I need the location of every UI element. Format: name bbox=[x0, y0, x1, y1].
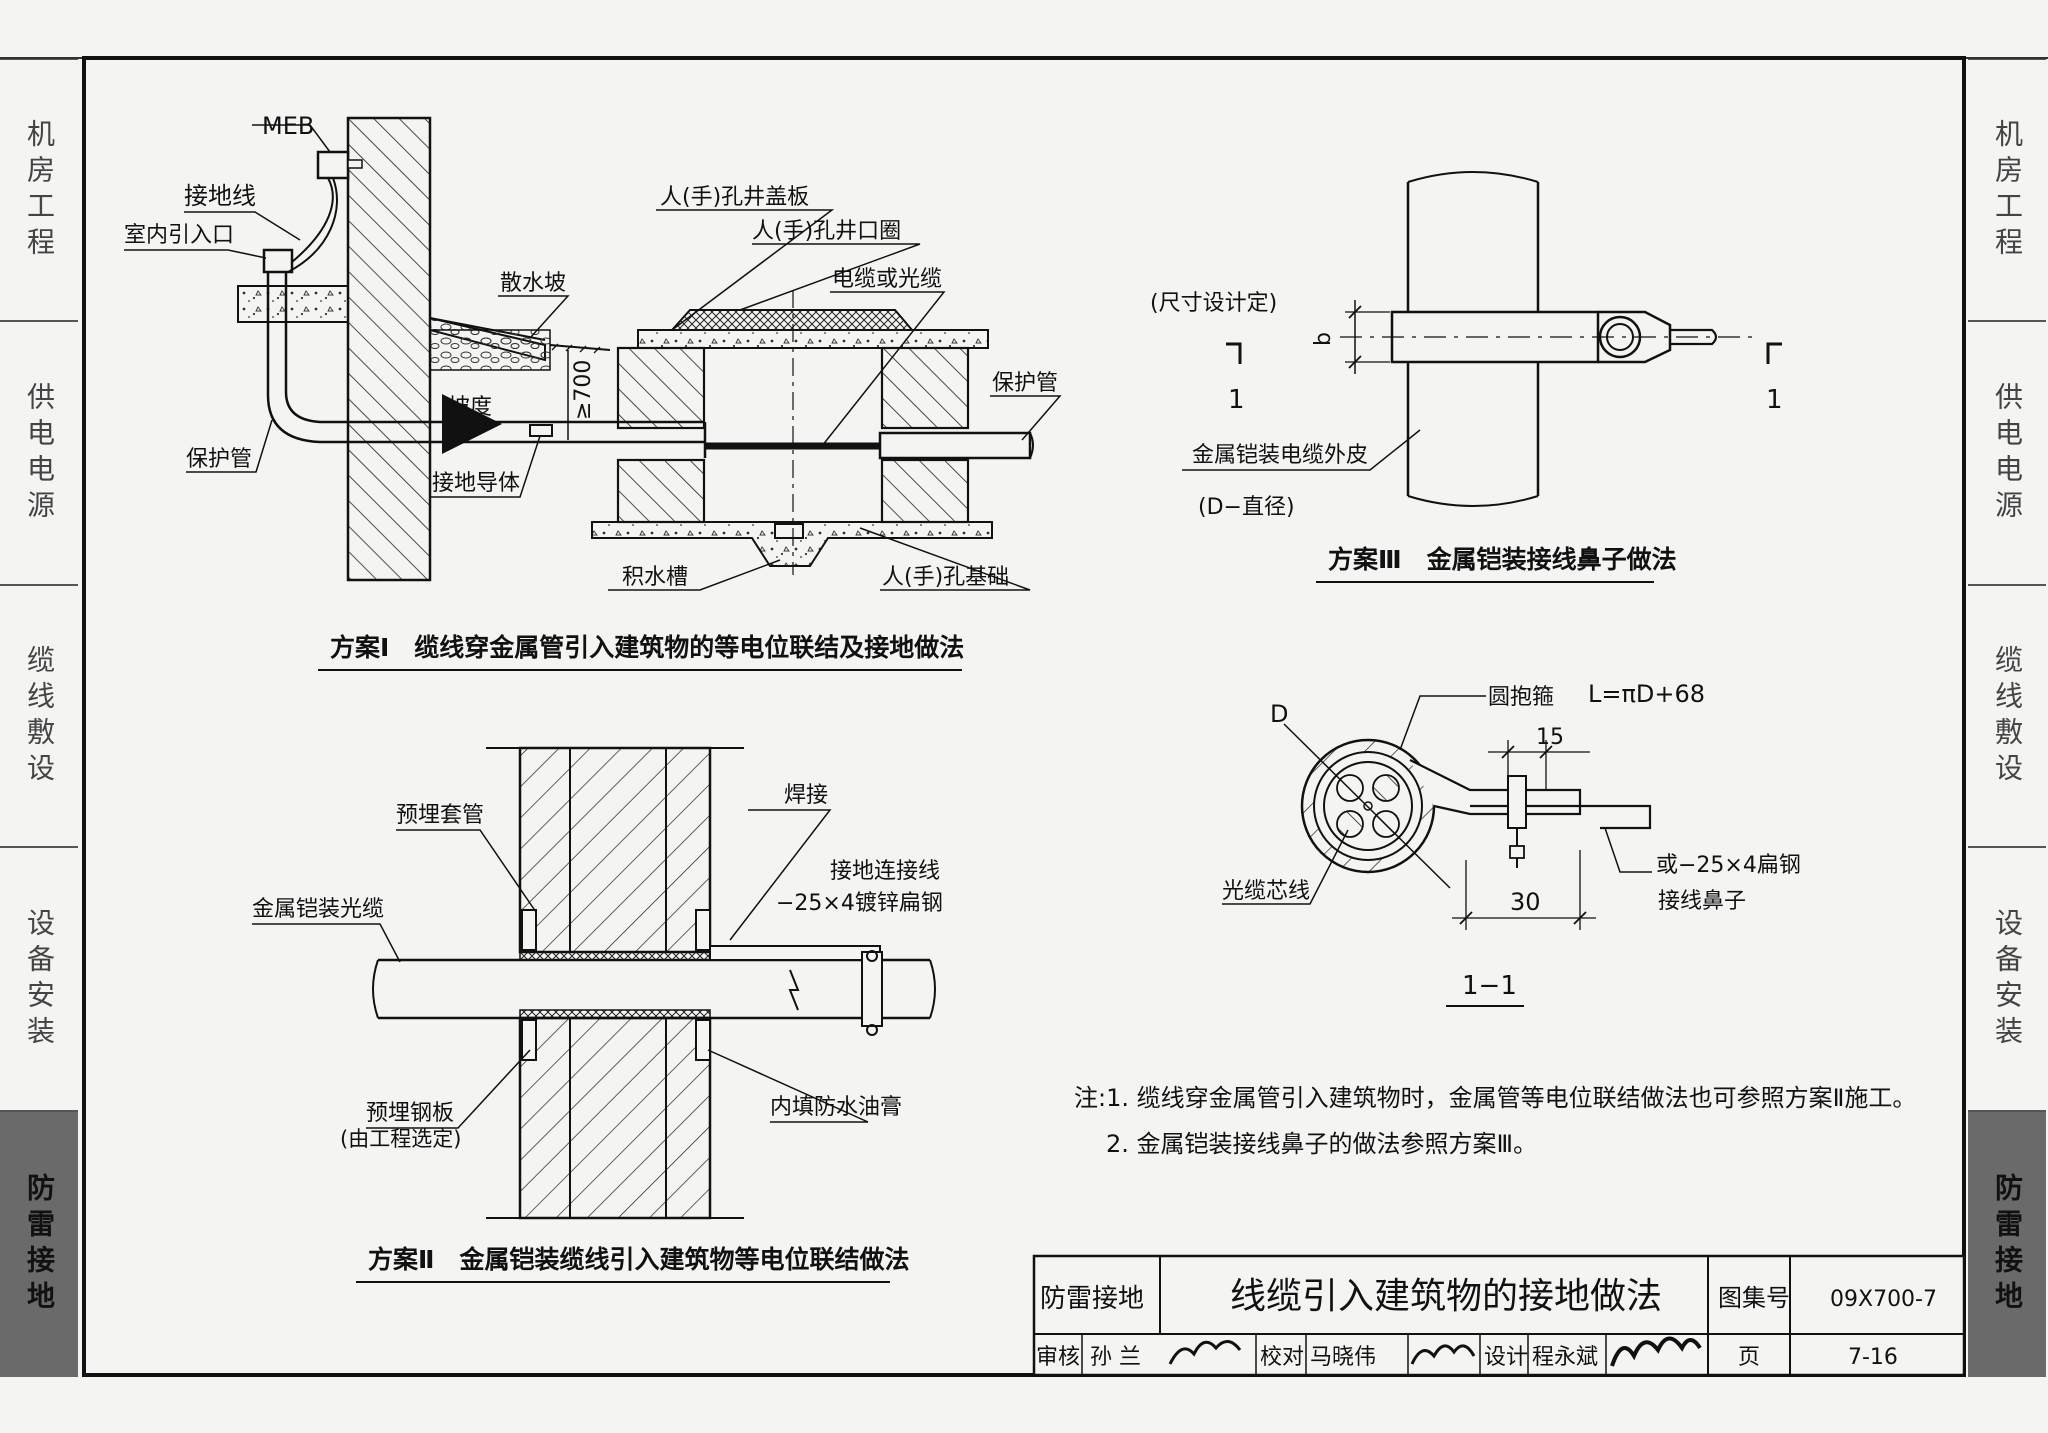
label-sheath: 金属铠装电缆外皮 bbox=[1192, 443, 1368, 468]
label-dim15: 15 bbox=[1536, 725, 1564, 750]
wall-upper bbox=[518, 746, 712, 954]
tb-review-name: 孙 兰 bbox=[1090, 1345, 1141, 1370]
label-sump: 积水槽 bbox=[622, 565, 688, 590]
label-section-left: 1 bbox=[1228, 385, 1245, 415]
side-tab-power: 供电电源 bbox=[0, 320, 78, 586]
section-title: 1−1 bbox=[1462, 971, 1517, 1001]
label-steel-plate: 预埋钢板 bbox=[366, 1101, 454, 1126]
label-diameter: (D−直径) bbox=[1198, 495, 1295, 520]
right-side-tabs: 机房工程 供电电源 缆线敷设 设备安装 防雷接地 bbox=[1968, 58, 2046, 1377]
section-1-1-diagram: D 圆抱箍 L=πD+68 15 30 光缆芯线 或−25×4扁钢 接线鼻子 1… bbox=[1222, 680, 1801, 1007]
label-depth: ≥700 bbox=[571, 360, 596, 420]
flat-steel-link bbox=[709, 945, 881, 961]
side-tab-lightning-r: 防雷接地 bbox=[1968, 1110, 2046, 1377]
signature-review bbox=[1168, 1340, 1242, 1365]
label-meb: MEB bbox=[262, 112, 314, 140]
tb-title: 线缆引入建筑物的接地做法 bbox=[1230, 1276, 1662, 1317]
label-foundation: 人(手)孔基础 bbox=[882, 565, 1009, 590]
scheme2-diagram: 预埋套管 焊接 接地连接线 −25×4镀锌扁钢 金属铠装光缆 预埋钢板 (由工程… bbox=[252, 746, 943, 1283]
side-tab-machine-room: 机房工程 bbox=[0, 58, 78, 322]
side-tab-machine-room-r: 机房工程 bbox=[1968, 58, 2046, 322]
tb-design-label: 设计 bbox=[1484, 1345, 1528, 1370]
label-manhole-cover: 人(手)孔井盖板 bbox=[660, 185, 809, 210]
label-d: D bbox=[1270, 700, 1288, 728]
drawing-frame bbox=[82, 56, 1966, 1377]
label-section-right: 1 bbox=[1766, 385, 1783, 415]
wall-lower bbox=[518, 1016, 712, 1220]
right-protection-pipe bbox=[878, 431, 1032, 460]
label-flat-steel-alt: 或−25×4扁钢 bbox=[1656, 853, 1801, 878]
label-slope: 坡度 bbox=[448, 395, 492, 420]
tb-design-name: 程永斌 bbox=[1532, 1345, 1598, 1370]
apron-base bbox=[429, 329, 551, 371]
tb-review-label: 审核 bbox=[1036, 1345, 1080, 1370]
scheme1-title: 方案Ⅰ 缆线穿金属管引入建筑物的等电位联结及接地做法 bbox=[330, 633, 964, 662]
label-protect-pipe-right: 保护管 bbox=[992, 371, 1058, 396]
side-tab-cabling: 缆线敷设 bbox=[0, 584, 78, 848]
manhole-ring bbox=[671, 309, 913, 331]
sump-pit bbox=[774, 523, 804, 539]
label-ground-link: 接地连接线 bbox=[830, 859, 940, 884]
label-length-formula: L=πD+68 bbox=[1588, 680, 1705, 708]
label-ground-conductor: 接地导体 bbox=[432, 471, 520, 496]
tb-page-label: 页 bbox=[1738, 1345, 1760, 1370]
side-tab-power-r: 供电电源 bbox=[1968, 320, 2046, 586]
label-size-note: (尺寸设计定) bbox=[1150, 291, 1277, 316]
signature-design bbox=[1610, 1336, 1702, 1367]
tb-category: 防雷接地 bbox=[1040, 1284, 1144, 1314]
indoor-floor bbox=[237, 285, 349, 323]
tb-check-name: 马晓伟 bbox=[1310, 1345, 1376, 1370]
tb-check-label: 校对 bbox=[1260, 1345, 1304, 1370]
title-block: 防雷接地 线缆引入建筑物的接地做法 图集号 09X700-7 审核 孙 兰 校对… bbox=[1032, 1254, 1966, 1377]
label-lug: 接线鼻子 bbox=[1658, 889, 1746, 914]
note-line-2: 2. 金属铠装接线鼻子的做法参照方案Ⅲ。 bbox=[1106, 1130, 1537, 1158]
label-core: 光缆芯线 bbox=[1222, 879, 1310, 904]
label-plate-note: (由工程选定) bbox=[340, 1127, 461, 1151]
scheme3-title: 方案Ⅲ 金属铠装接线鼻子做法 bbox=[1328, 545, 1677, 574]
scheme3-diagram: (尺寸设计定) b 1 1 金属铠装电缆外皮 (D−直径) 方案Ⅲ 金属铠装接线… bbox=[1150, 171, 1783, 583]
label-apron: 散水坡 bbox=[500, 271, 566, 296]
label-hoop: 圆抱箍 bbox=[1488, 685, 1554, 710]
side-tab-cabling-r: 缆线敷设 bbox=[1968, 584, 2046, 848]
label-b: b bbox=[1311, 332, 1336, 346]
side-tab-lightning: 防雷接地 bbox=[0, 1110, 78, 1377]
scheme1-diagram: MEB 接地线 室内引入口 散水坡 人(手)孔井盖板 人(手)孔井口圈 电缆或光… bbox=[124, 112, 1062, 671]
label-dim30: 30 bbox=[1510, 888, 1541, 916]
scheme2-title: 方案Ⅱ 金属铠装缆线引入建筑物等电位联结做法 bbox=[368, 1245, 909, 1274]
note-line-1: 注:1. 缆线穿金属管引入建筑物时，金属管等电位联结做法也可参照方案Ⅱ施工。 bbox=[1074, 1084, 1916, 1112]
signature-check bbox=[1410, 1344, 1476, 1365]
label-protect-pipe-left: 保护管 bbox=[186, 447, 252, 472]
tb-atlas-label: 图集号 bbox=[1718, 1284, 1790, 1312]
label-manhole-ring: 人(手)孔井口圈 bbox=[752, 219, 901, 244]
label-cable: 电缆或光缆 bbox=[832, 267, 942, 292]
label-flat-steel: −25×4镀锌扁钢 bbox=[776, 891, 943, 916]
manhole-cover bbox=[637, 329, 989, 349]
left-side-tabs: 机房工程 供电电源 缆线敷设 设备安装 防雷接地 bbox=[0, 58, 78, 1377]
label-indoor-entry: 室内引入口 bbox=[124, 223, 234, 248]
tb-atlas-value: 09X700-7 bbox=[1830, 1287, 1937, 1312]
meb-box bbox=[316, 150, 350, 180]
label-filler: 内填防水油膏 bbox=[770, 1095, 902, 1120]
indoor-entry-box bbox=[262, 248, 294, 274]
label-sleeve: 预埋套管 bbox=[396, 803, 484, 828]
label-armored-cable: 金属铠装光缆 bbox=[252, 897, 384, 922]
label-ground-wire: 接地线 bbox=[184, 182, 256, 210]
building-wall bbox=[346, 116, 432, 582]
manhole-foundation bbox=[591, 521, 993, 567]
side-tab-equipment: 设备安装 bbox=[0, 846, 78, 1112]
tb-page-value: 7-16 bbox=[1848, 1345, 1898, 1370]
label-weld: 焊接 bbox=[784, 783, 828, 808]
side-tab-equipment-r: 设备安装 bbox=[1968, 846, 2046, 1112]
